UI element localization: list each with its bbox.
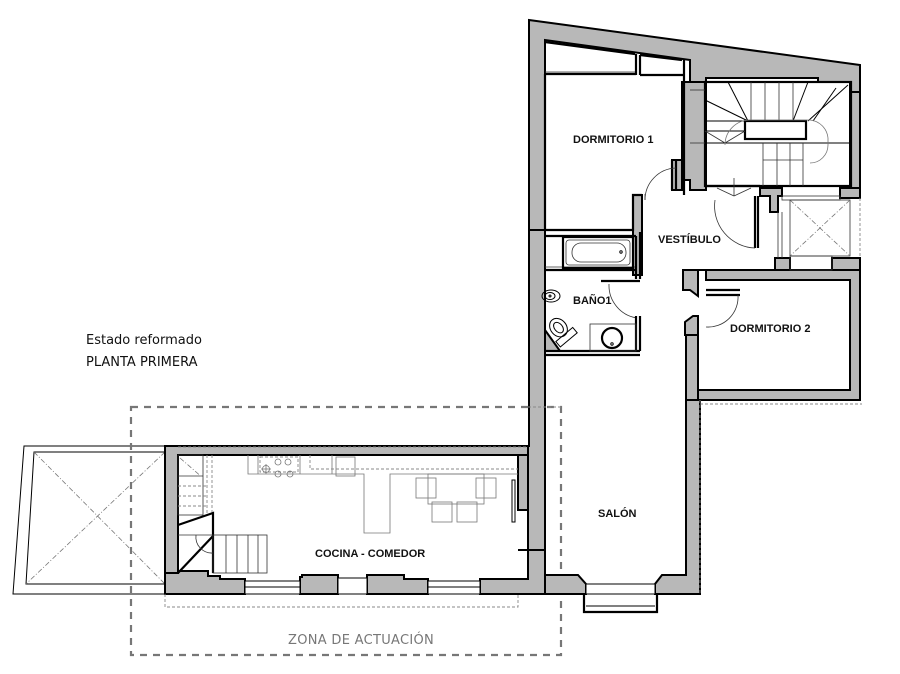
upper-walls	[527, 18, 861, 595]
wardrobe-dormitorio1	[544, 40, 686, 195]
state-label: Estado reformado	[86, 333, 202, 348]
salon-window	[582, 583, 659, 614]
cocina-walls	[164, 445, 557, 608]
bathroom	[541, 232, 642, 357]
dining-table	[415, 473, 516, 523]
room-label-salon: SALÓN	[598, 507, 637, 520]
dormitorio1-door	[543, 74, 678, 232]
zona-actuacion-boundary	[129, 405, 563, 657]
floor-label: PLANTA PRIMERA	[86, 355, 198, 370]
stair-door	[705, 178, 760, 249]
room-label-dormitorio1: DORMITORIO 1	[573, 134, 653, 146]
patio-void	[12, 445, 166, 595]
room-label-cocina-comedor: COCINA - COMEDOR	[315, 548, 425, 560]
kitchen-counter	[247, 455, 518, 534]
room-label-vestibulo: VESTÍBULO	[658, 233, 721, 246]
light-shaft	[777, 195, 861, 271]
room-label-dormitorio2: DORMITORIO 2	[730, 323, 810, 335]
room-label-bano1: BAÑO1	[573, 294, 612, 307]
zone-label: ZONA DE ACTUACIÓN	[288, 632, 434, 648]
main-staircase	[690, 80, 853, 188]
dormitorio2-door	[705, 288, 740, 328]
kitchen-staircase	[177, 454, 268, 574]
